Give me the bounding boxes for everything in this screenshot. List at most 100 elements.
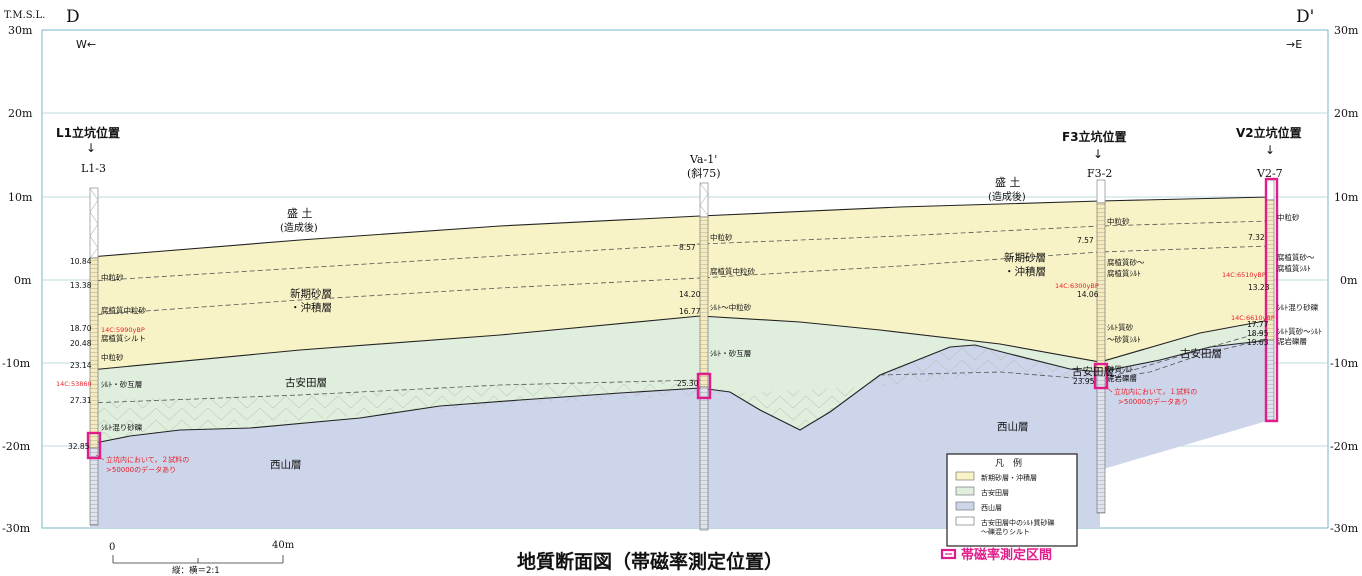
borehole-va-1: [699, 182, 709, 531]
left-tick: 10m: [8, 191, 33, 204]
shaft-title-v2: V2立坑位置: [1236, 125, 1302, 140]
layer-label: 腐植質ｼﾙﾄ: [1107, 268, 1141, 278]
depth-label: 13.38: [70, 281, 92, 290]
legend-magnetic-label: 帯磁率測定区間: [961, 547, 1052, 563]
scale-bar: 0 40m 縦：横＝2:1: [109, 540, 295, 576]
layer-label: 腐植質砂〜: [1107, 257, 1145, 267]
layer-label: 泥岩礫層: [1277, 336, 1307, 346]
borehole-name: F3-2: [1087, 167, 1112, 180]
f3-2-annotations: 7.57 14.06 23.95 中粒砂 腐植質砂〜 腐植質ｼﾙﾄ ｼﾙﾄ質砂 …: [1055, 216, 1145, 386]
depth-label: 14.20: [679, 290, 701, 299]
note-line: >50000のデータあり: [106, 465, 176, 474]
scale-ratio: 縦：横＝2:1: [172, 565, 220, 576]
west-direction: W←: [76, 38, 96, 51]
layer-label: ｼﾙﾄ・砂互層: [710, 348, 751, 358]
nishiyama-label: 西山層: [997, 421, 1029, 433]
legend: 凡 例 新期砂層・沖積層 古安田層 西山層 古安田層中のｼﾙﾄ質砂礫 〜礫混りシ…: [946, 453, 1078, 547]
section-label-left: D: [66, 7, 80, 27]
layer-label: 砂質ｼﾙﾄ: [1107, 364, 1133, 374]
magnetic-interval-l1: [86, 431, 102, 460]
depth-label: 18.70: [70, 324, 92, 333]
scale-zero: 0: [109, 542, 115, 553]
layer-label: ｼﾙﾄ〜中粒砂: [710, 302, 752, 312]
legend-title: 凡 例: [995, 457, 1022, 469]
right-tick: 30m: [1334, 24, 1359, 37]
borehole-l1-3: [89, 187, 99, 526]
right-tick: 20m: [1334, 107, 1359, 120]
l1-3-annotations: 10.84 13.38 18.70 20.48 23.14 27.31 32.8…: [56, 257, 146, 451]
depth-label: 10.84: [70, 257, 92, 266]
right-tick: -20m: [1330, 440, 1359, 453]
left-tick: 0m: [14, 274, 32, 287]
shinki-layer: [90, 197, 1270, 370]
depth-label: 19.63: [1247, 338, 1269, 347]
layer-label: ｼﾙﾄ混り砂礫: [101, 422, 143, 432]
layer-label: 〜砂質ｼﾙﾄ: [1107, 334, 1141, 344]
figure-caption: 地質断面図（帯磁率測定位置）: [517, 550, 783, 573]
depth-label: 20.48: [70, 339, 92, 348]
left-axis: T.M.S.L. 30m 20m 10m 0m -10m -20m -30m: [2, 10, 45, 535]
left-tick: -10m: [2, 357, 31, 370]
legend-item-label: 〜礫混りシルト: [981, 527, 1030, 536]
magnetic-interval-v2: [1264, 177, 1279, 423]
shinki-label: ・沖積層: [290, 301, 332, 314]
koyasuda-label: 古安田層: [1180, 347, 1222, 360]
shaft-arrow-l1: ↓: [86, 141, 96, 155]
depth-label: 32.85: [68, 442, 90, 451]
shinki-label: 新期砂層: [290, 287, 332, 300]
c14-label: 14C:53860: [56, 380, 92, 388]
right-tick: -10m: [1330, 357, 1359, 370]
nishiyama-label: 西山層: [270, 459, 302, 471]
layer-label: 中粒砂: [101, 352, 124, 362]
borehole-note: (斜75): [687, 167, 721, 180]
layer-label: ｼﾙﾄ・砂互層: [101, 379, 142, 389]
note-line: 立坑内において，１試料の: [1114, 387, 1197, 396]
magnetic-interval-va1: [696, 372, 712, 400]
layer-label: 中粒砂: [1277, 212, 1300, 222]
borehole-name: Va-1': [689, 153, 717, 166]
layer-label: ｼﾙﾄ質砂: [1107, 322, 1134, 332]
depth-label: 23.14: [70, 361, 92, 370]
depth-label: 17.77: [1247, 320, 1269, 329]
depth-label: 7.57: [1077, 236, 1094, 245]
layer-label: 腐植質ｼﾙﾄ: [1277, 263, 1311, 273]
layer-label: 中粒砂: [710, 232, 733, 242]
shaft-arrow-f3: ↓: [1093, 147, 1103, 161]
depth-label: 14.06: [1077, 290, 1099, 299]
depth-label: 16.77: [679, 307, 701, 316]
borehole-f3-2: [1096, 179, 1106, 514]
c14-label: 14C:6510yBP: [1222, 271, 1266, 279]
right-tick: 10m: [1334, 191, 1359, 204]
layer-label: 腐植質砂〜: [1277, 252, 1315, 262]
depth-label: 23.95: [1073, 377, 1095, 386]
fill-label: 盛 土: [995, 175, 1021, 189]
depth-label: 18.95: [1247, 329, 1269, 338]
shinki-label: 新期砂層: [1004, 251, 1046, 264]
layer-label: 中粒砂: [1107, 216, 1130, 226]
depth-label: 27.31: [70, 396, 92, 405]
koyasuda-label: 古安田層: [1072, 365, 1114, 378]
legend-item-label: 古安田層: [981, 488, 1009, 497]
shaft-title-f3: F3立坑位置: [1062, 129, 1127, 144]
depth-label: 8.57: [679, 243, 696, 252]
legend-item-label: 古安田層中のｼﾙﾄ質砂礫: [981, 518, 1055, 527]
v2-7-annotations: 7.32 13.23 17.77 18.95 19.63 中粒砂 腐植質砂〜 腐…: [1222, 212, 1322, 347]
left-tick: 20m: [8, 107, 33, 120]
left-tick: -30m: [2, 522, 31, 535]
section-label-right: D': [1296, 7, 1314, 27]
layer-label: 腐植質中粒砂: [101, 305, 146, 315]
va-1-annotations: 8.57 14.20 16.77 25.30 中粒砂 腐植質中粒砂 ｼﾙﾄ〜中粒…: [677, 232, 755, 388]
fill-sublabel: (造成後): [280, 221, 318, 234]
layer-label: ｼﾙﾄ質砂〜ｼﾙﾄ: [1277, 326, 1322, 336]
red-notes: 立坑内において，２試料の >50000のデータあり 立坑内において，１試料の >…: [95, 385, 1197, 474]
c14-label: 14C:5990yBP: [101, 326, 145, 334]
layer-label: 腐植質中粒砂: [710, 266, 755, 276]
unit-labels: 盛 土 (造成後) 盛 土 (造成後) 新期砂層 ・沖積層 新期砂層 ・沖積層 …: [270, 175, 1222, 471]
right-tick: 0m: [1340, 274, 1358, 287]
magnetic-intervals: [86, 177, 1279, 460]
legend-item-label: 西山層: [981, 503, 1002, 512]
left-tick: -20m: [2, 440, 31, 453]
layer-label: 腐植質シルト: [101, 333, 146, 343]
layer-label: 泥岩礫層: [1107, 373, 1137, 383]
fill-sublabel: (造成後): [988, 190, 1026, 203]
